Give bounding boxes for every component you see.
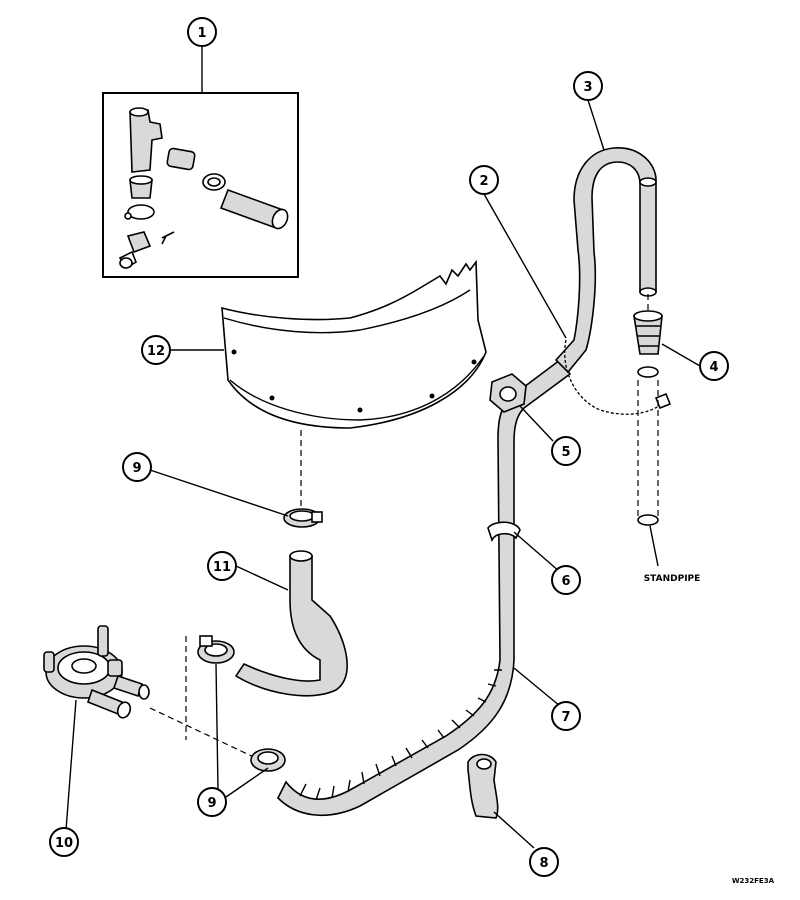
callout-5: 5	[551, 436, 581, 466]
drawing-code: W232FE3A	[732, 877, 775, 885]
svg-text:7: 7	[561, 710, 570, 725]
svg-text:10: 10	[55, 836, 73, 851]
svg-text:12: 12	[147, 344, 165, 359]
svg-text:4: 4	[709, 360, 718, 375]
standpipe	[637, 380, 659, 526]
callout-9-upper: 9	[122, 452, 152, 482]
hose-clip-6	[487, 521, 521, 543]
svg-text:9: 9	[132, 461, 141, 476]
clamp-lower	[250, 748, 286, 772]
svg-text:6: 6	[561, 574, 570, 589]
hose-11	[234, 550, 348, 697]
callout-4: 4	[699, 351, 729, 381]
svg-text:2: 2	[479, 174, 488, 189]
callout-10: 10	[49, 827, 79, 857]
hose-guide-8	[467, 753, 499, 819]
chain	[564, 339, 663, 415]
svg-text:1: 1	[197, 26, 206, 41]
callout-9-lower: 9	[197, 787, 227, 817]
svg-text:3: 3	[583, 80, 592, 95]
leader-lines	[65, 46, 701, 849]
hex-nut-5	[489, 373, 527, 413]
tub-part	[221, 259, 487, 429]
callout-7: 7	[551, 701, 581, 731]
callout-6: 6	[551, 565, 581, 595]
callout-2: 2	[469, 165, 499, 195]
callout-1: 1	[187, 17, 217, 47]
svg-text:8: 8	[539, 856, 548, 871]
callout-3: 3	[573, 71, 603, 101]
callout-12: 12	[141, 335, 171, 365]
callout-11: 11	[207, 551, 237, 581]
svg-text:9: 9	[207, 796, 216, 811]
callout-8: 8	[529, 847, 559, 877]
clamp-mid	[197, 635, 235, 664]
drain-hose-7	[277, 147, 657, 817]
svg-text:11: 11	[213, 560, 231, 575]
svg-text:5: 5	[561, 445, 570, 460]
adapter-4	[633, 310, 663, 378]
pump-part	[43, 625, 150, 719]
standpipe-label: STANDPIPE	[644, 574, 701, 584]
inset-kit	[102, 92, 299, 278]
clamp-upper	[283, 508, 323, 528]
